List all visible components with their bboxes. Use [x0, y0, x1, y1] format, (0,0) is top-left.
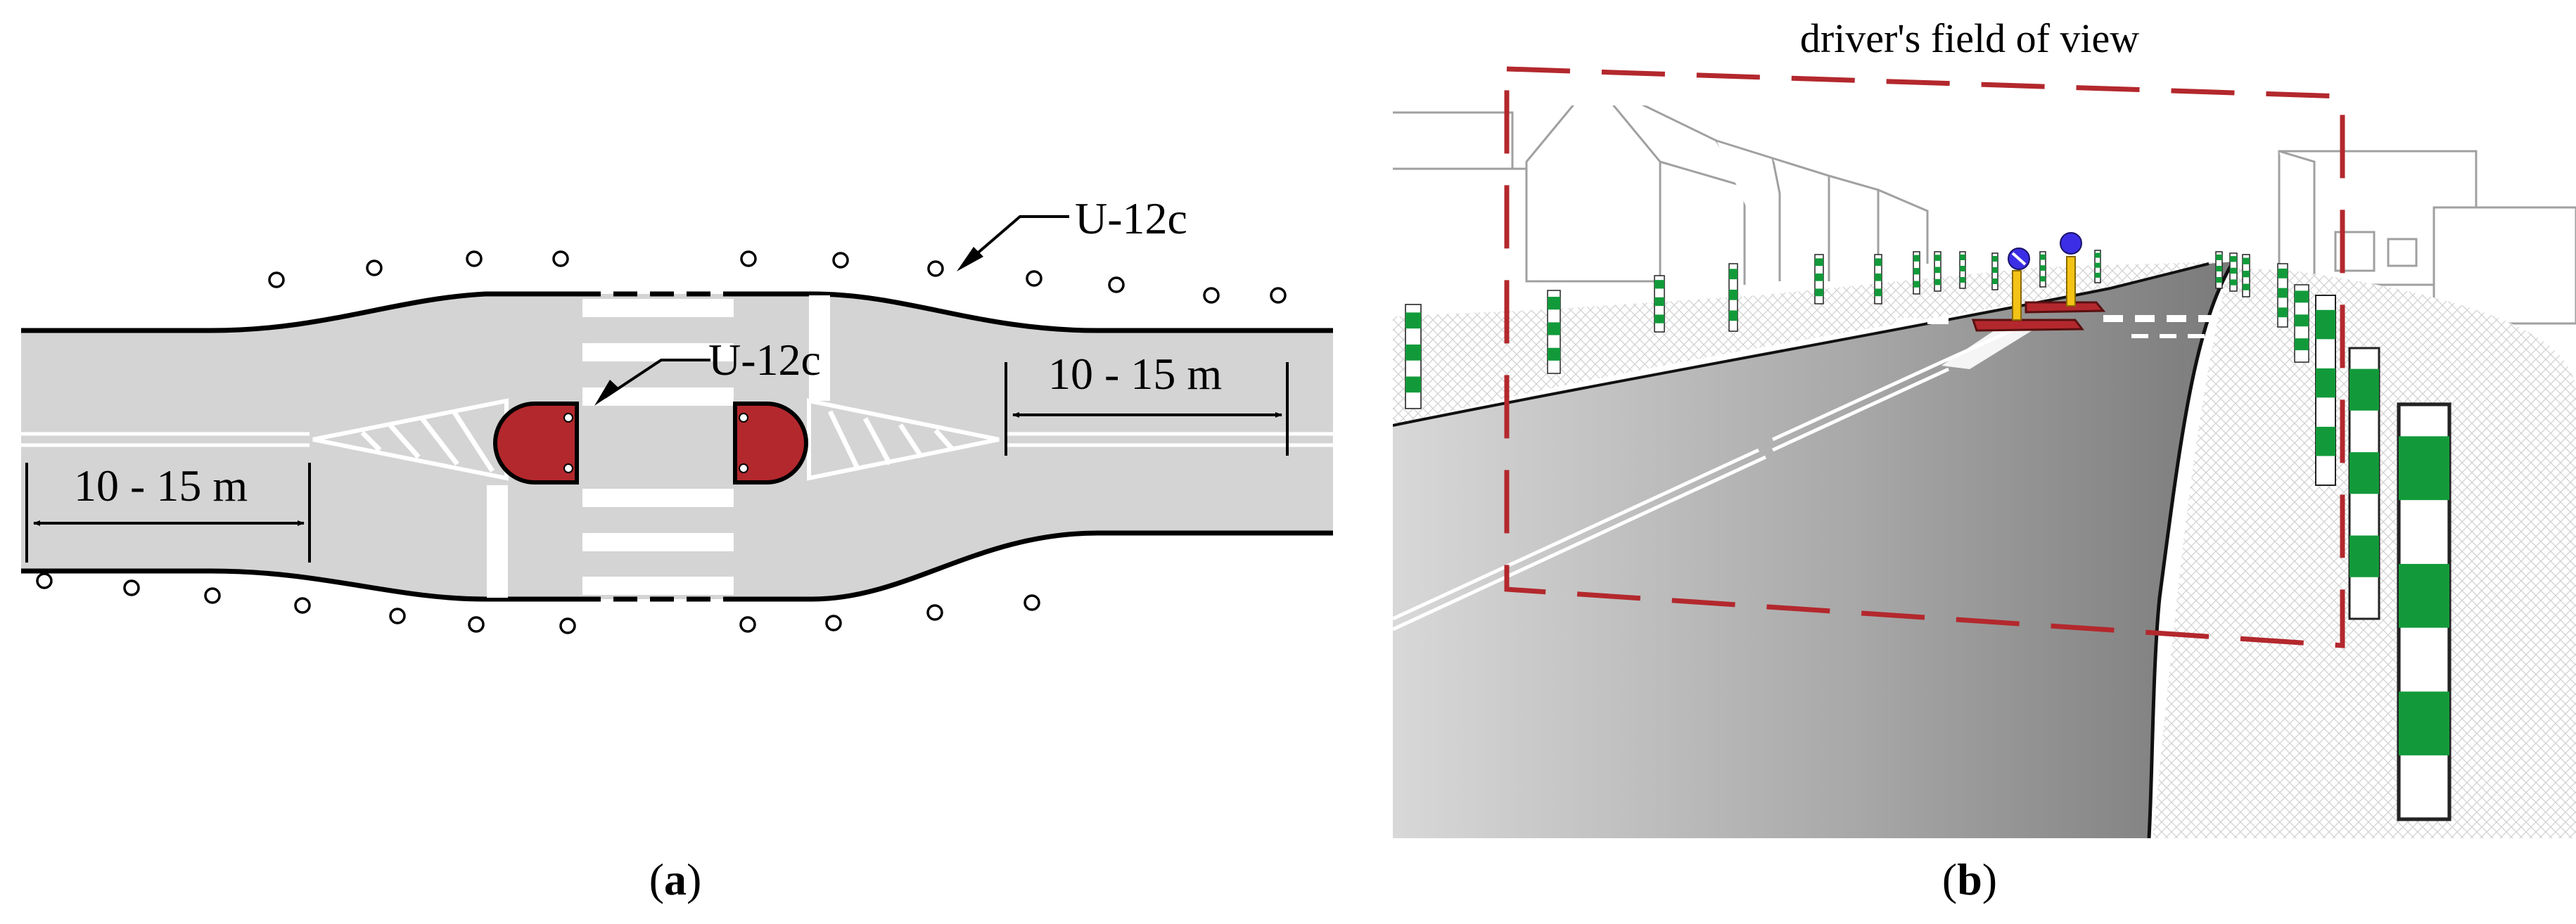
island-reflectors	[563, 413, 748, 473]
panel-b-perspective-view: driver's field of view (b)	[1393, 15, 2576, 904]
delineator-post	[2215, 251, 2223, 289]
field-of-view-frame	[1504, 66, 2345, 648]
delineator-post	[1728, 263, 1738, 332]
caption-a: (a)	[649, 854, 702, 904]
delineator-post	[2094, 250, 2101, 283]
refuge-island-right	[733, 402, 808, 485]
kerb-top	[21, 291, 1333, 333]
hatched-area-right	[807, 398, 1000, 481]
roadside-posts	[36, 250, 1287, 634]
kerb-bottom	[21, 530, 1333, 602]
delineator-post	[1959, 251, 1966, 289]
delineator-post	[2315, 295, 2336, 486]
caption-b: (b)	[1942, 854, 1997, 904]
buildings-right	[2278, 150, 2576, 325]
delineator-posts	[1405, 250, 2451, 821]
delineator-post	[1991, 252, 1998, 290]
callout-arrow-top	[957, 247, 983, 271]
panel-a-plan-view: U-12c U-12c 10 - 15 m 10 - 15 m (a)	[21, 193, 1333, 904]
delineator-post	[1547, 290, 1561, 374]
delineator-post	[1405, 304, 1422, 409]
callout-leader-island	[604, 359, 710, 399]
road-perspective	[1393, 262, 2233, 838]
callout-arrow-island	[594, 380, 620, 406]
delineator-post	[1654, 275, 1665, 333]
delineator-post	[1934, 251, 1941, 292]
dimension-left	[25, 463, 311, 563]
road-markings-far	[1896, 315, 2218, 369]
zebra-crossing	[582, 299, 734, 595]
delineator-post	[2397, 402, 2451, 821]
label-sign-top: U-12c	[1075, 193, 1187, 243]
dimension-right	[1005, 362, 1289, 456]
delineator-post	[2348, 347, 2380, 620]
crossing-edge-bars	[487, 295, 830, 598]
dimension-left-text: 10 - 15 m	[74, 461, 248, 511]
delineator-post	[2039, 251, 2046, 288]
delineator-post	[2294, 284, 2309, 363]
traffic-signs	[2008, 232, 2082, 321]
delineator-post	[1814, 254, 1824, 304]
delineator-post	[2229, 252, 2238, 292]
centre-lines	[21, 432, 1333, 447]
dimension-right-text: 10 - 15 m	[1048, 349, 1222, 399]
delineator-post	[1874, 254, 1882, 304]
buildings-left	[1393, 105, 1929, 285]
delineator-post	[2242, 254, 2250, 297]
refuge-islands-far	[1971, 301, 2106, 332]
delineator-post	[1913, 251, 1920, 295]
field-of-view-label: driver's field of view	[1800, 15, 2139, 61]
road-edge-right	[2147, 260, 2236, 838]
label-sign-island: U-12c	[708, 335, 821, 385]
delineator-post	[2277, 263, 2288, 328]
callout-leader-top	[968, 215, 1069, 262]
refuge-island-left	[493, 402, 579, 485]
